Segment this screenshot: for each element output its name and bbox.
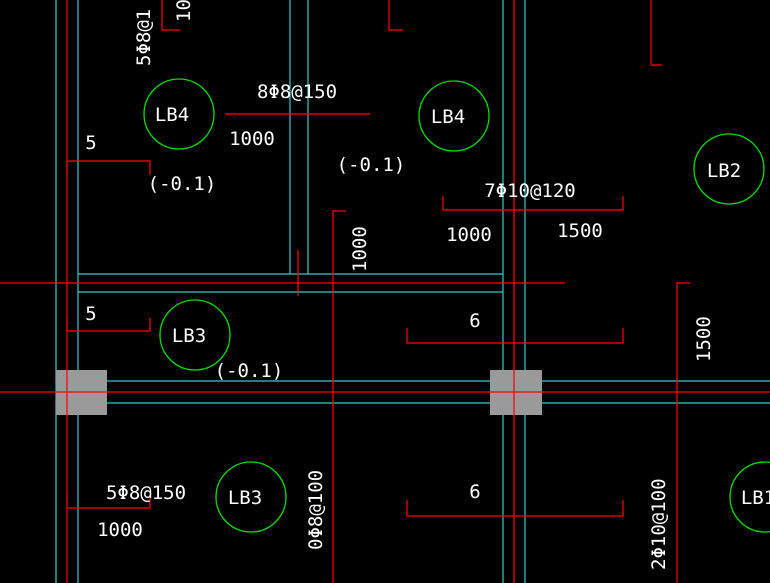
elevation-label-2: (-0.1) — [337, 154, 406, 176]
rebar-length-7-right: 1500 — [557, 220, 603, 242]
rebar-bar — [66, 494, 151, 509]
rebar-label-5-mid: 5 — [85, 303, 96, 325]
rebar-label-top-left-partial: 10 — [173, 0, 195, 22]
rebar-annotations: 5Φ8@1 10 8Φ8@150 1000 5 5 7Φ10@120 1000 … — [85, 0, 715, 570]
slab-circle-lb1-partial[interactable] — [729, 461, 770, 533]
rebar-label-top-left: 5Φ8@1 — [133, 9, 155, 66]
rebar-label-6-mid: 6 — [469, 310, 480, 332]
slab-circle-lb4-left[interactable] — [143, 78, 215, 150]
slab-circle-lb3-mid[interactable] — [159, 299, 231, 371]
elevation-label-1: (-0.1) — [148, 173, 217, 195]
beam-lines — [55, 0, 770, 583]
slab-circle-lb2[interactable] — [693, 133, 765, 205]
rebar-bar — [406, 500, 624, 517]
rebar-label-8: 8Φ8@150 — [257, 81, 337, 103]
rebar-bar — [442, 196, 624, 211]
slab-markers — [143, 78, 770, 533]
rebar-bar — [406, 328, 624, 344]
slab-label-lb1: LB1 — [741, 487, 770, 509]
slab-circle-lb3-bottom[interactable] — [215, 461, 287, 533]
slab-label-lb2: LB2 — [707, 160, 741, 182]
slab-labels: LB4 LB4 LB2 LB3 LB3 LB1 — [155, 104, 770, 509]
rebar-length-7-left: 1000 — [446, 224, 492, 246]
rebar-vertical-1000: 1000 — [349, 226, 371, 272]
rebar-bar — [66, 318, 151, 332]
rebar-label-5-bottom: 5Φ8@150 — [106, 482, 186, 504]
rebar-bar — [66, 160, 151, 175]
slab-label-lb4-left: LB4 — [155, 104, 189, 126]
rebar-label-5-top: 5 — [85, 132, 96, 154]
rebar-bar — [650, 0, 662, 66]
elevation-label-3: (-0.1) — [215, 360, 284, 382]
rebar-bar — [161, 0, 180, 31]
rebar-label-7: 7Φ10@120 — [484, 180, 576, 202]
rebar-vertical-2q10: 2Φ10@100 — [648, 478, 670, 570]
rebar-bar — [388, 0, 403, 31]
elevation-annotations: (-0.1) (-0.1) (-0.1) — [148, 154, 406, 382]
rebar-length-8: 1000 — [229, 128, 275, 150]
column-crosshairs — [56, 370, 542, 415]
slab-circle-lb4-right[interactable] — [418, 80, 490, 152]
slab-label-lb4-right: LB4 — [431, 106, 465, 128]
slab-label-lb3-bottom: LB3 — [228, 487, 262, 509]
rebar-length-5-bottom: 1000 — [97, 519, 143, 541]
rebar-vertical-q8: 0Φ8@100 — [305, 470, 327, 550]
rebar-vertical-1500: 1500 — [693, 316, 715, 362]
slab-label-lb3-mid: LB3 — [172, 325, 206, 347]
rebar-label-6-bottom: 6 — [469, 481, 480, 503]
rebar-bar — [676, 282, 690, 583]
rebar-bar — [332, 210, 346, 583]
